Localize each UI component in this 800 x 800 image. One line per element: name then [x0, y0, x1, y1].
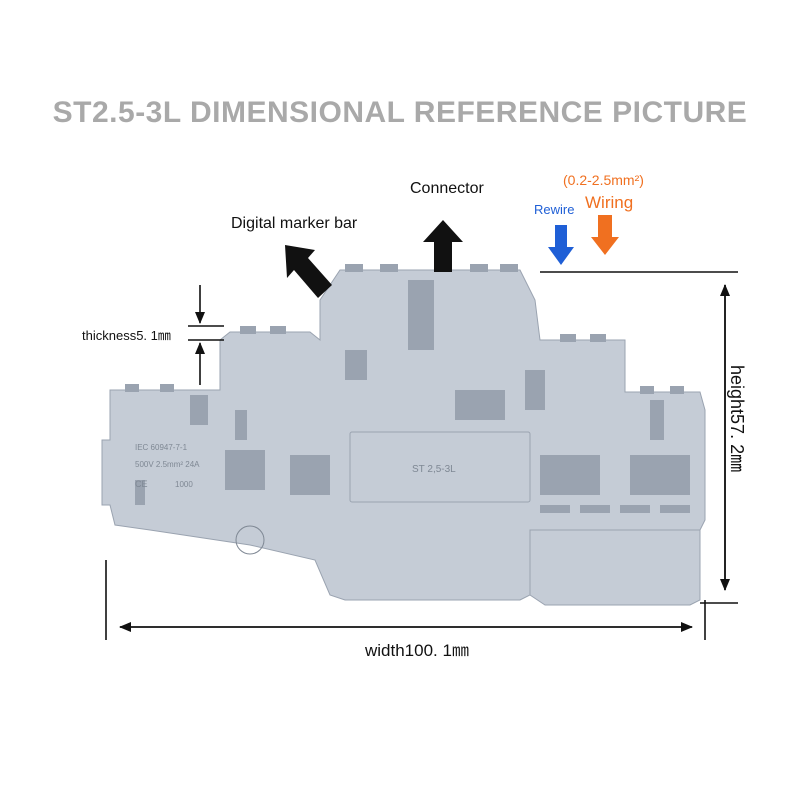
page-title: ST2.5-3L DIMENSIONAL REFERENCE PICTURE: [52, 96, 748, 129]
wiring-label: Wiring: [585, 193, 634, 212]
body-markings: ST 2,5-3L IEC 60947-7-1 500V 2.5mm² 24A …: [135, 443, 456, 489]
rewire-arrow-icon: [548, 225, 574, 265]
connector-label: Connector: [410, 180, 484, 197]
connector-arrow-icon: [423, 220, 463, 272]
rewire-label: Rewire: [534, 202, 575, 217]
wiring-arrow-icon: [591, 215, 619, 255]
thickness-label: thickness5. 1㎜: [82, 328, 171, 343]
model-marking: ST 2,5-3L: [412, 464, 456, 475]
marker-bar-arrow-icon: [285, 245, 332, 298]
dimension-lines: [105, 271, 738, 640]
code-marking: 1000: [175, 480, 193, 489]
standard-marking: IEC 60947-7-1: [135, 443, 188, 452]
rating-marking: 500V 2.5mm² 24A: [135, 460, 200, 469]
width-label: width100. 1㎜: [365, 641, 469, 660]
height-label: height57. 2㎜: [727, 365, 747, 473]
terminal-block-body: [101, 264, 706, 606]
ce-marking: CE: [135, 479, 148, 489]
wire-range-label: (0.2-2.5mm²): [563, 172, 644, 188]
digital-marker-bar-label: Digital marker bar: [231, 215, 358, 232]
